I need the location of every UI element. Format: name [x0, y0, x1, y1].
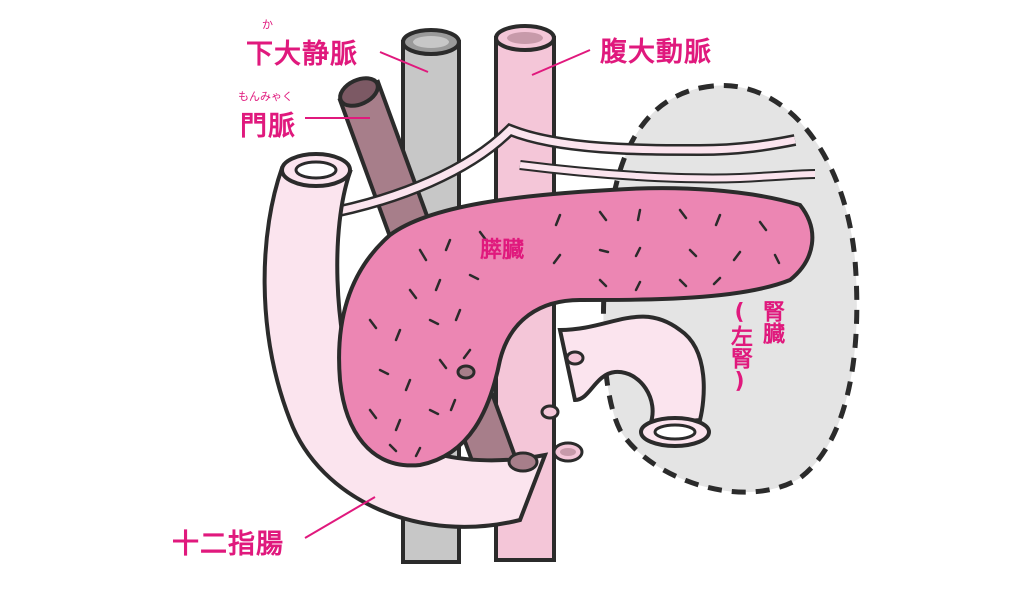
label-pancreas: 膵臓	[480, 238, 525, 263]
label-duodenum: 十二指腸	[172, 529, 284, 560]
duodenum	[262, 152, 711, 529]
label-portal-vein: 門脈	[240, 111, 296, 142]
vessel-stubs	[456, 350, 585, 473]
label-abdominal-aorta: 腹大動脈	[600, 37, 712, 68]
leader-lines	[304, 49, 591, 539]
ivc-ruby: か	[262, 18, 273, 31]
label-kidney: 腎臓	[759, 300, 784, 344]
label-inferior-vena-cava: 下大静脈	[246, 39, 358, 70]
label-kidney-note: (左腎)	[727, 300, 752, 394]
small-vessels	[318, 122, 816, 221]
pancreas	[337, 186, 815, 468]
portal-ruby: もんみゃく	[238, 90, 293, 103]
